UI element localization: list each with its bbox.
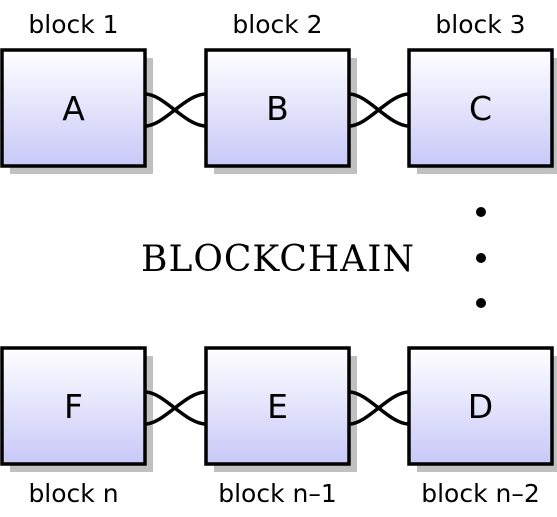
block-box [407, 48, 554, 168]
block-e: E [204, 346, 357, 472]
block-letter: B [266, 89, 289, 128]
block-caption: block 2 [232, 10, 322, 39]
block-caption: block n [28, 479, 118, 508]
diagram-title: BLOCKCHAIN [141, 239, 415, 280]
vertical-ellipsis-icon [476, 207, 486, 308]
block-caption: block 1 [28, 10, 118, 39]
block-b: B [204, 48, 357, 174]
block-letter: D [468, 387, 493, 426]
block-box [0, 48, 147, 168]
block-box [407, 346, 554, 466]
block-caption: block 3 [435, 10, 525, 39]
block-caption: block n–1 [218, 479, 337, 508]
block-a: A [0, 48, 153, 174]
block-box [204, 346, 351, 466]
block-box [0, 346, 147, 466]
block-d: D [407, 346, 557, 472]
chain-link-e-d [348, 390, 410, 426]
block-letter: F [64, 387, 83, 426]
block-caption: block n–2 [421, 479, 540, 508]
block-letter: A [62, 89, 85, 128]
block-f: F [0, 346, 153, 472]
block-letter: C [469, 89, 492, 128]
block-box [204, 48, 351, 168]
block-c: C [407, 48, 557, 174]
block-letter: E [267, 387, 288, 426]
chain-link-b-c [348, 92, 410, 128]
chain-link-f-e [144, 390, 207, 426]
chain-link-a-b [144, 92, 207, 128]
